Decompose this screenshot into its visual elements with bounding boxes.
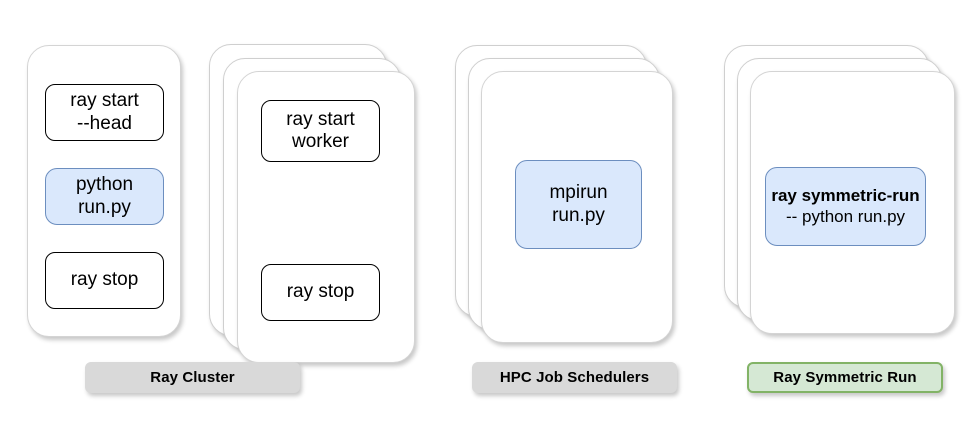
command-line-1: ray start [286,108,355,130]
command-box-ray-symmetric-run[interactable]: ray symmetric-run -- python run.py [765,167,926,246]
caption-ray-symmetric-run: Ray Symmetric Run [747,362,943,393]
caption-label: Ray Cluster [150,369,235,386]
command-box-python-run-py[interactable]: python run.py [45,168,164,225]
command-line-2: run.py [78,196,131,218]
caption-label: HPC Job Schedulers [499,369,650,386]
command-box-ray-start-head[interactable]: ray start --head [45,84,164,141]
command-line-1: mpirun [549,182,608,204]
caption-ray-cluster: Ray Cluster [85,362,300,393]
caption-hpc-job-schedulers: HPC Job Schedulers [472,362,677,393]
command-line-1: ray stop [286,281,355,303]
command-line-2: worker [291,131,349,152]
caption-label: Ray Symmetric Run [773,369,917,386]
command-box-ray-start-worker[interactable]: ray start worker [261,100,380,162]
command-line-2: --head [77,112,132,134]
command-box-ray-stop-head[interactable]: ray stop [45,252,164,309]
command-line-1: python [75,174,134,196]
command-line-2: -- python run.py [785,206,906,226]
command-box-mpirun-run-py[interactable]: mpirun run.py [515,160,642,249]
command-line-1: ray stop [70,269,139,291]
command-line-1: ray start [70,90,139,112]
command-box-ray-stop-worker[interactable]: ray stop [261,264,380,321]
command-line-1: ray symmetric-run [771,186,920,206]
command-line-2: run.py [552,204,605,226]
